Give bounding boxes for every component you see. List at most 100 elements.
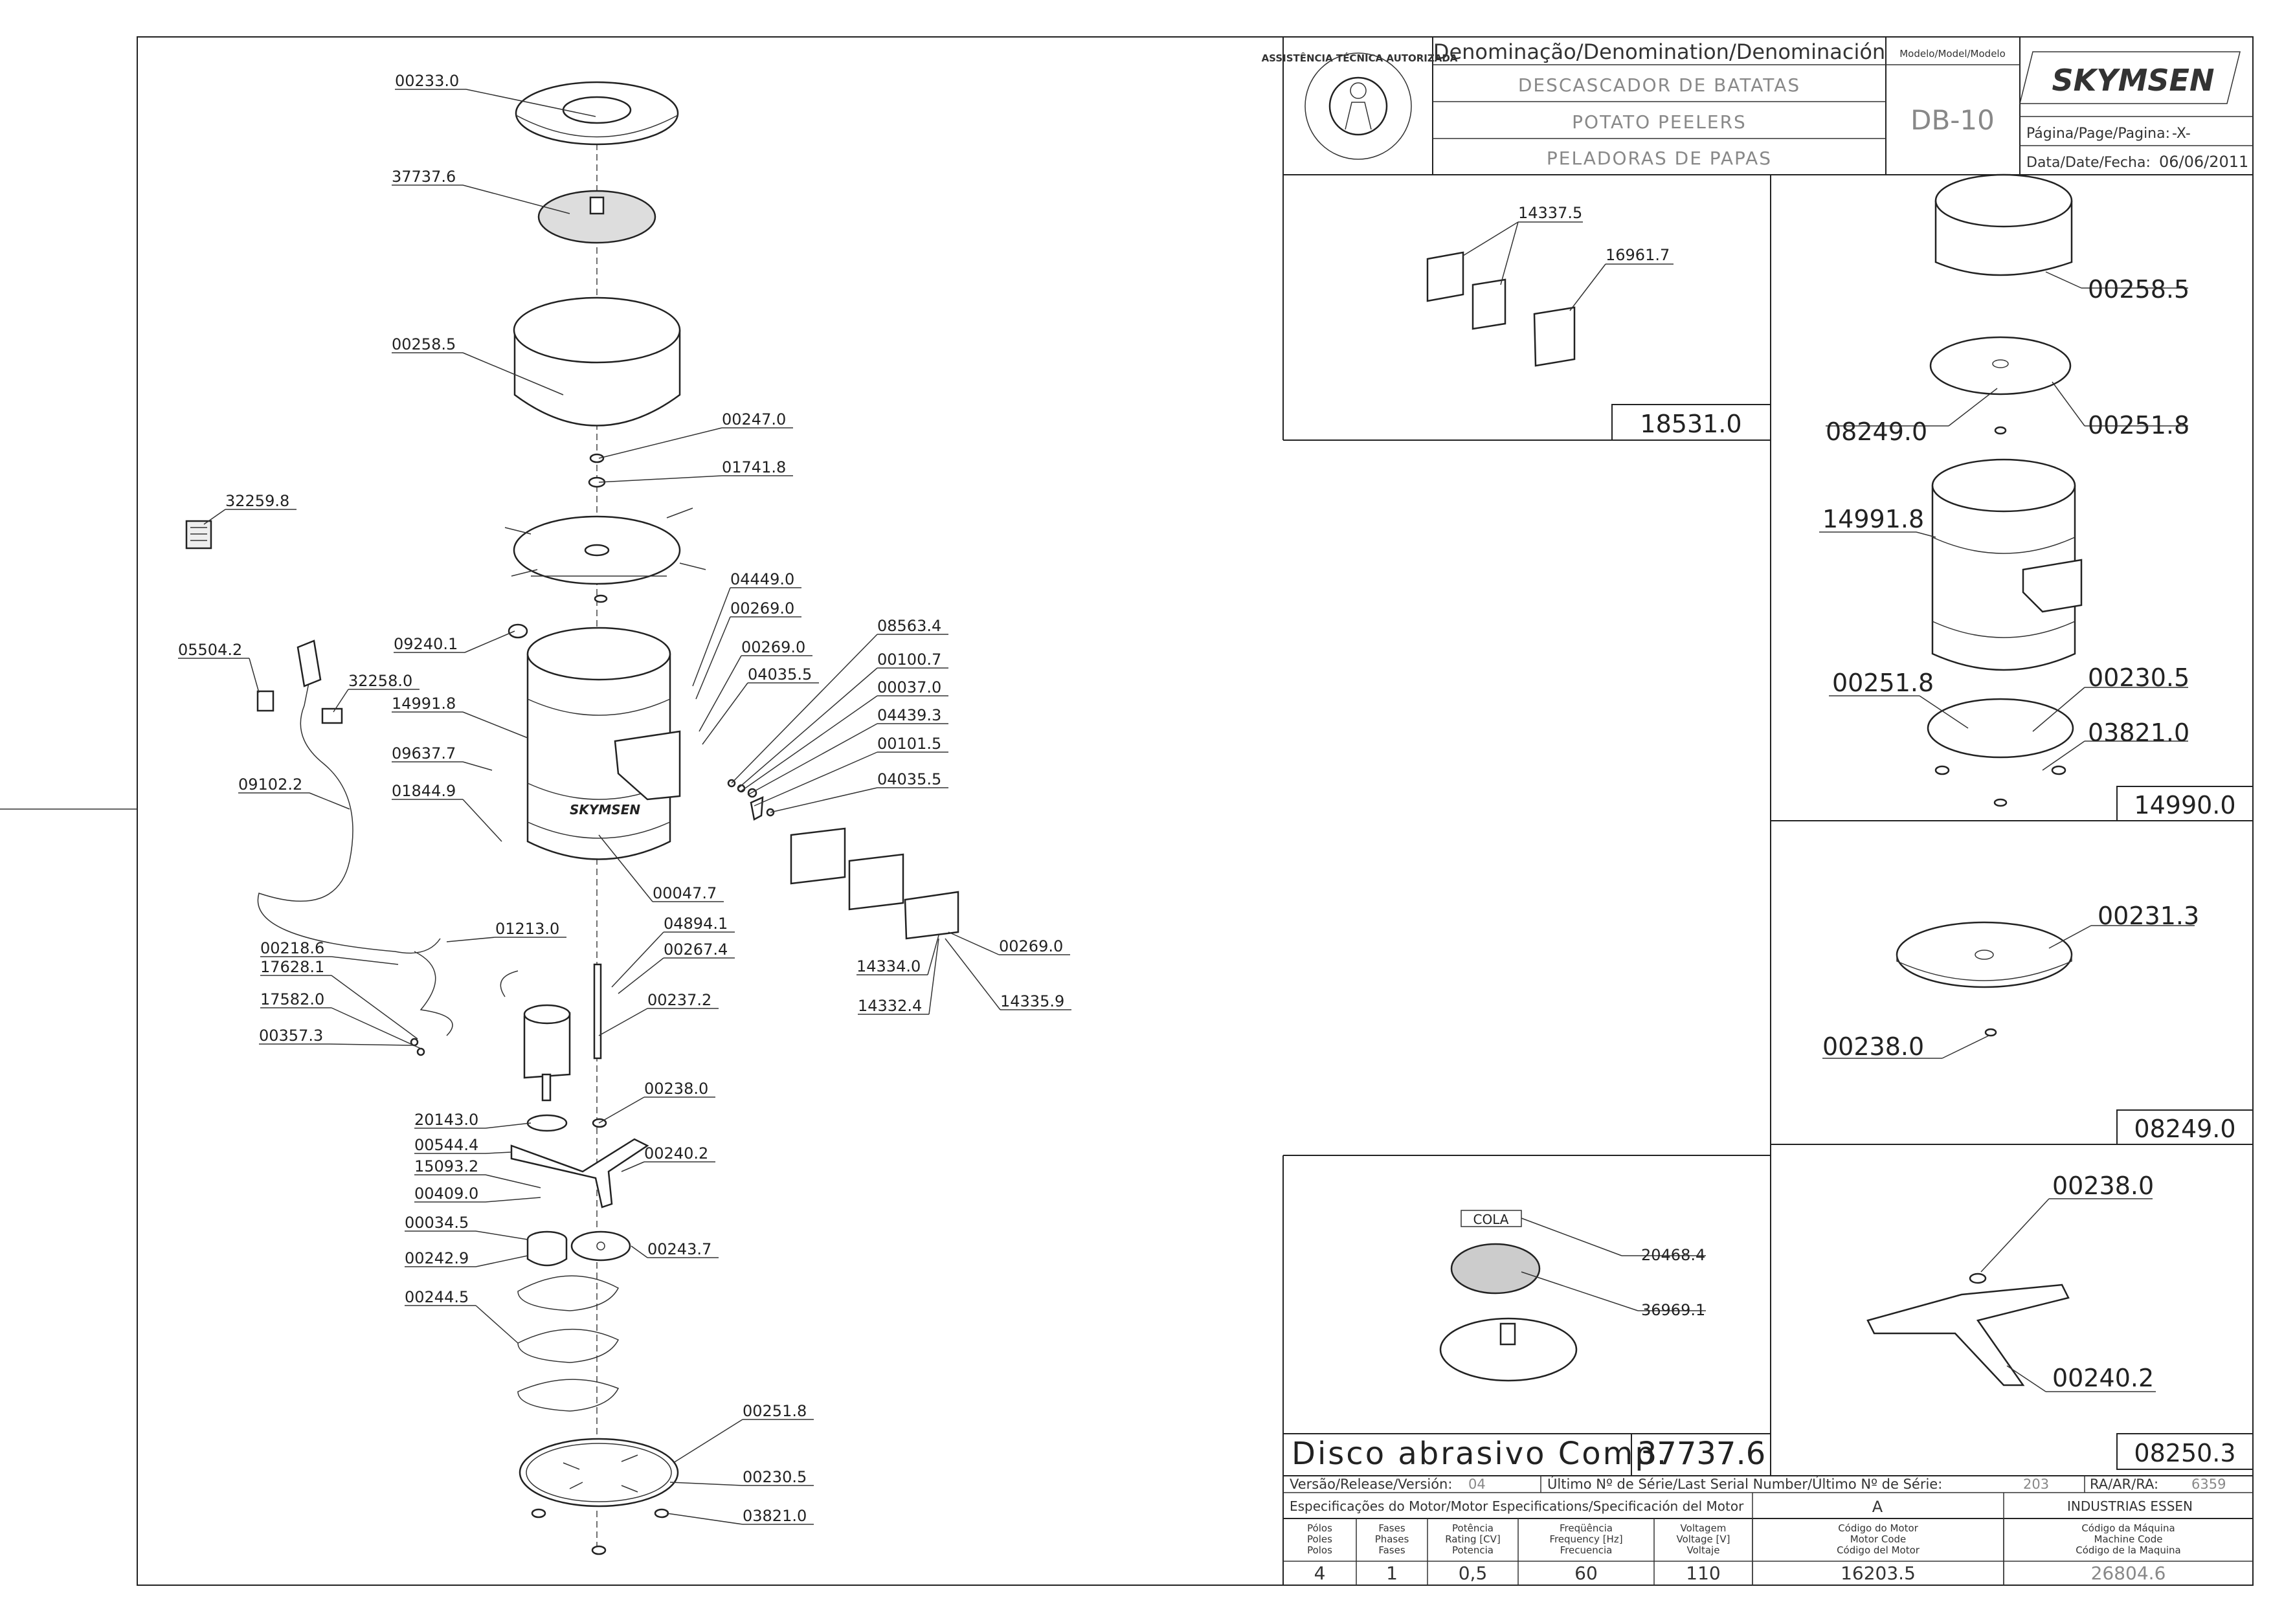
panel-08250: 00238.0 00240.2 08250.3 xyxy=(1866,1172,2254,1470)
spec-value: 4 xyxy=(1314,1563,1326,1584)
name-pt: DESCASCADOR DE BATATAS xyxy=(1518,74,1800,96)
barrel-part xyxy=(526,654,671,860)
part-label: 14991.8 xyxy=(392,695,456,713)
part-label: 04035.5 xyxy=(748,665,812,684)
power-cord-part xyxy=(257,673,441,954)
svg-text:20468.4: 20468.4 xyxy=(1641,1246,1705,1264)
part-label: 00251.8 xyxy=(743,1402,807,1420)
part-label: 00269.0 xyxy=(741,638,805,656)
leader-line xyxy=(611,931,664,988)
drawing-frame xyxy=(137,36,2254,1586)
part-label: 00357.3 xyxy=(259,1027,323,1045)
panel-14990: 00258.5 08249.0 00251.8 14991.8 00251.8 … xyxy=(1819,173,2254,821)
model-value: DB-10 xyxy=(1910,104,1995,136)
leader-line xyxy=(475,1230,528,1240)
chute-part xyxy=(614,730,681,801)
part-label: 00544.4 xyxy=(414,1136,478,1154)
part-label: 00267.4 xyxy=(664,940,728,959)
part-label: 04439.3 xyxy=(877,706,941,724)
svg-text:00240.2: 00240.2 xyxy=(2052,1364,2154,1392)
part-label: 37737.6 xyxy=(392,168,456,186)
svg-text:16961.7: 16961.7 xyxy=(1606,246,1670,264)
part-label: 04449.0 xyxy=(730,570,794,588)
part-label: 00258.5 xyxy=(392,335,456,353)
spec-header: Phases xyxy=(1375,1533,1409,1545)
leader-line xyxy=(475,1305,519,1344)
part-label: 00233.0 xyxy=(395,72,459,90)
part-label: 00237.2 xyxy=(647,991,711,1009)
base-bracket-part xyxy=(510,1138,649,1208)
leader-line xyxy=(462,799,502,842)
leader-line xyxy=(331,975,418,1040)
leader-line xyxy=(741,695,878,792)
leader-line xyxy=(737,667,878,789)
leader-line xyxy=(631,1245,648,1258)
serial-value: 203 xyxy=(2023,1476,2049,1492)
spec-header: Potência xyxy=(1452,1522,1494,1534)
serial-label: Último Nº de Série/Last Serial Number/Úl… xyxy=(1547,1476,1942,1492)
panel-title-37737: Disco abrasivo Comp. xyxy=(1292,1436,1668,1472)
svg-text:00258.5: 00258.5 xyxy=(2088,275,2189,304)
main-exploded-view: SKYMSEN xyxy=(185,81,959,1555)
svg-text:00238.0: 00238.0 xyxy=(2052,1172,2154,1200)
leader-line xyxy=(770,787,878,813)
technician-seal-icon xyxy=(1304,52,1412,160)
date-label: Data/Date/Fecha: xyxy=(2026,155,2151,171)
spec-value: 16203.5 xyxy=(1841,1563,1916,1584)
leader-line xyxy=(462,711,528,739)
leader-line xyxy=(673,1419,743,1463)
panel-code-08249: 08249.0 xyxy=(2134,1115,2235,1143)
part-label: 00242.9 xyxy=(405,1249,469,1267)
nut-part xyxy=(589,453,605,463)
leader-line xyxy=(331,1007,421,1049)
panel-code-18531: 18531.0 xyxy=(1640,410,1741,438)
abrasive-disc-part xyxy=(537,190,656,244)
panel-08249: 00231.3 00238.0 08249.0 xyxy=(1822,902,2254,1145)
leader-line xyxy=(465,89,596,117)
spec-header: Machine Code xyxy=(2094,1533,2163,1545)
svg-text:00231.3: 00231.3 xyxy=(2098,902,2199,930)
part-label: 00247.0 xyxy=(722,410,786,428)
leader-line xyxy=(598,834,653,902)
spec-header: Código do Motor xyxy=(1838,1522,1918,1534)
spec-header: Freqüência xyxy=(1560,1522,1613,1534)
panel-code-14990: 14990.0 xyxy=(2134,791,2235,819)
part-label: 00100.7 xyxy=(877,651,941,669)
leader-line xyxy=(747,723,878,795)
svg-text:14991.8: 14991.8 xyxy=(1822,505,1924,533)
part-label: 32259.8 xyxy=(225,492,289,510)
part-label: 32258.0 xyxy=(348,672,412,690)
part-label: 00101.5 xyxy=(877,735,941,753)
panel-code-08250: 08250.3 xyxy=(2134,1439,2235,1467)
part-label: 00269.0 xyxy=(999,937,1063,955)
abrasive-mesh-part xyxy=(1450,1243,1541,1295)
svg-text:36969.1: 36969.1 xyxy=(1641,1301,1705,1319)
page-label: Página/Page/Pagina: xyxy=(2026,126,2170,142)
spec-header: Voltagem xyxy=(1681,1522,1727,1534)
panel-37737: COLA 20468.4 36969.1 Disco abrasivo Comp… xyxy=(1283,1210,1771,1476)
leader-line xyxy=(928,938,939,1015)
spec-header: Código da Máquina xyxy=(2081,1522,2175,1534)
leader-line xyxy=(754,751,878,806)
part-label: 09102.2 xyxy=(238,775,302,794)
spec-header: Polos xyxy=(1307,1544,1332,1556)
spec-header: Fases xyxy=(1378,1544,1405,1556)
denomination-label: Denominação/Denomination/Denominación xyxy=(1433,39,1885,64)
leader-line xyxy=(598,475,722,483)
spec-header: Voltaje xyxy=(1687,1544,1720,1556)
plug-part xyxy=(297,640,322,687)
label-tag-part xyxy=(185,520,212,550)
part-label: 14332.4 xyxy=(858,997,922,1015)
leader-line xyxy=(927,935,939,975)
ra-value: 6359 xyxy=(2191,1476,2226,1492)
leader-line xyxy=(330,1043,415,1046)
leader-line xyxy=(462,761,493,771)
leader-line xyxy=(249,658,260,693)
part-label: 00034.5 xyxy=(405,1214,469,1232)
base-ring-part xyxy=(519,1438,679,1507)
svg-text:00238.0: 00238.0 xyxy=(1822,1032,1924,1061)
part-label: 00037.0 xyxy=(877,678,941,696)
spec-header: Frecuencia xyxy=(1560,1544,1613,1556)
part-label: 00244.5 xyxy=(405,1288,469,1306)
leader-line xyxy=(485,1197,541,1203)
